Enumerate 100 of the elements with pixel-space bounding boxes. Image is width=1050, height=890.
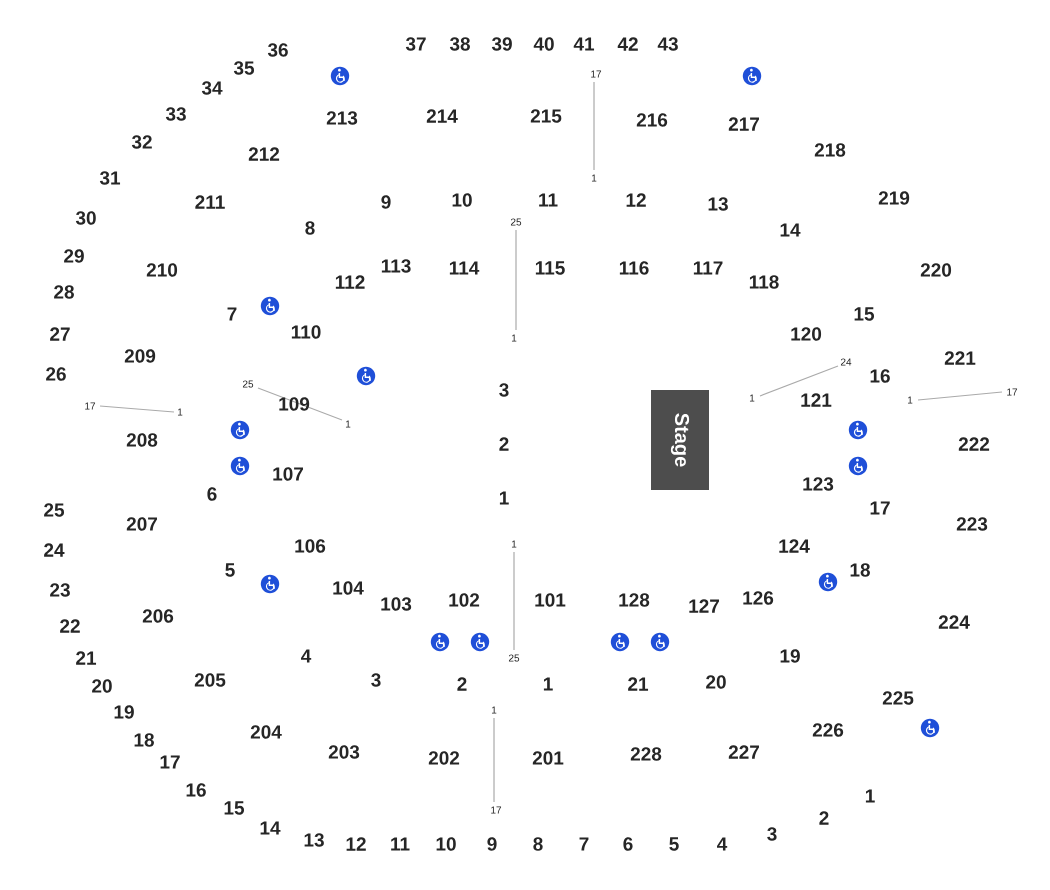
section-number: 217 [728, 117, 759, 131]
section-number: 2 [457, 677, 467, 691]
section-number: 220 [920, 263, 952, 277]
section-number: 109 [279, 397, 310, 411]
section-number: 204 [250, 725, 282, 739]
section-number: 28 [54, 285, 74, 299]
section-number: 2 [819, 811, 829, 825]
section-number: 124 [779, 539, 810, 553]
section-number: 5 [225, 563, 235, 577]
section-number: 39 [491, 37, 512, 51]
section-number: 12 [626, 193, 646, 207]
section-number: 6 [623, 837, 633, 851]
section-number: 19 [114, 705, 134, 719]
section-number: 228 [630, 747, 662, 761]
section-number: 214 [426, 109, 458, 123]
section-number: 219 [878, 191, 910, 205]
section-number: 18 [134, 733, 154, 747]
section-number: 21 [628, 677, 649, 691]
section-number: 118 [749, 275, 779, 289]
section-number: 41 [573, 37, 595, 51]
section-number: 224 [938, 615, 970, 629]
section-number: 114 [449, 261, 480, 275]
section-number: 11 [391, 837, 410, 851]
section-number: 25 [44, 503, 65, 517]
section-number: 3 [499, 383, 509, 397]
section-number: 13 [304, 833, 324, 847]
section-number: 110 [291, 325, 321, 339]
section-number: 43 [657, 37, 678, 51]
section-number: 207 [126, 517, 157, 531]
section-number: 5 [669, 837, 679, 851]
section-number: 126 [743, 591, 774, 605]
section-number: 38 [449, 37, 470, 51]
section-number: 120 [791, 327, 822, 341]
section-number: 115 [535, 261, 565, 275]
section-number: 16 [186, 783, 206, 797]
section-number: 9 [381, 195, 391, 209]
section-number: 36 [267, 43, 288, 57]
section-number: 203 [328, 745, 360, 759]
section-number: 103 [381, 597, 412, 611]
section-number: 1 [543, 677, 553, 691]
section-number: 209 [124, 349, 156, 363]
section-number: 7 [227, 307, 237, 321]
section-number: 40 [533, 37, 554, 51]
section-number: 202 [428, 751, 460, 765]
section-number: 211 [195, 195, 225, 209]
section-number: 104 [333, 581, 364, 595]
section-number: 216 [636, 113, 668, 127]
section-number: 14 [260, 821, 281, 835]
section-number: 19 [780, 649, 800, 663]
section-number: 221 [944, 351, 976, 365]
section-number: 7 [579, 837, 589, 851]
section-number: 215 [530, 109, 562, 123]
section-number: 222 [958, 437, 990, 451]
section-number: 8 [533, 837, 543, 851]
section-number: 1 [865, 789, 875, 803]
section-number: 34 [201, 81, 223, 95]
section-number: 30 [75, 211, 96, 225]
section-number: 17 [870, 501, 890, 515]
section-number: 102 [449, 593, 480, 607]
stage-box: Stage [651, 390, 709, 490]
section-number: 12 [346, 837, 366, 851]
section-number: 17 [160, 755, 180, 769]
section-number: 37 [405, 37, 426, 51]
section-number: 24 [44, 543, 65, 557]
section-number: 18 [850, 563, 870, 577]
section-number: 29 [64, 249, 84, 263]
section-number: 3 [767, 827, 777, 841]
section-number: 201 [532, 751, 564, 765]
section-number: 101 [535, 593, 566, 607]
section-number: 121 [801, 393, 832, 407]
section-number: 33 [165, 107, 186, 121]
section-number: 35 [233, 61, 255, 75]
section-number: 20 [706, 675, 726, 689]
section-number: 23 [50, 583, 70, 597]
section-number: 22 [60, 619, 80, 633]
section-number: 31 [99, 171, 121, 185]
section-number: 10 [452, 193, 472, 207]
section-number: 13 [708, 197, 728, 211]
section-number: 225 [882, 691, 914, 705]
section-number: 112 [335, 275, 365, 289]
section-number: 210 [146, 263, 178, 277]
section-number: 205 [194, 673, 226, 687]
section-number: 117 [693, 261, 723, 275]
section-number: 128 [619, 593, 650, 607]
section-number: 4 [717, 837, 728, 851]
section-number: 6 [207, 487, 217, 501]
section-number: 223 [956, 517, 988, 531]
section-number: 226 [812, 723, 844, 737]
section-number: 20 [92, 679, 112, 693]
section-number: 11 [539, 193, 558, 207]
section-number: 27 [50, 327, 70, 341]
section-number: 42 [617, 37, 638, 51]
section-number: 127 [689, 599, 719, 613]
section-number: 208 [126, 433, 158, 447]
section-number: 206 [142, 609, 174, 623]
section-number: 4 [301, 649, 312, 663]
section-number: 107 [273, 467, 303, 481]
section-number: 32 [131, 135, 152, 149]
section-number: 2 [499, 437, 509, 451]
section-number: 14 [780, 223, 801, 237]
